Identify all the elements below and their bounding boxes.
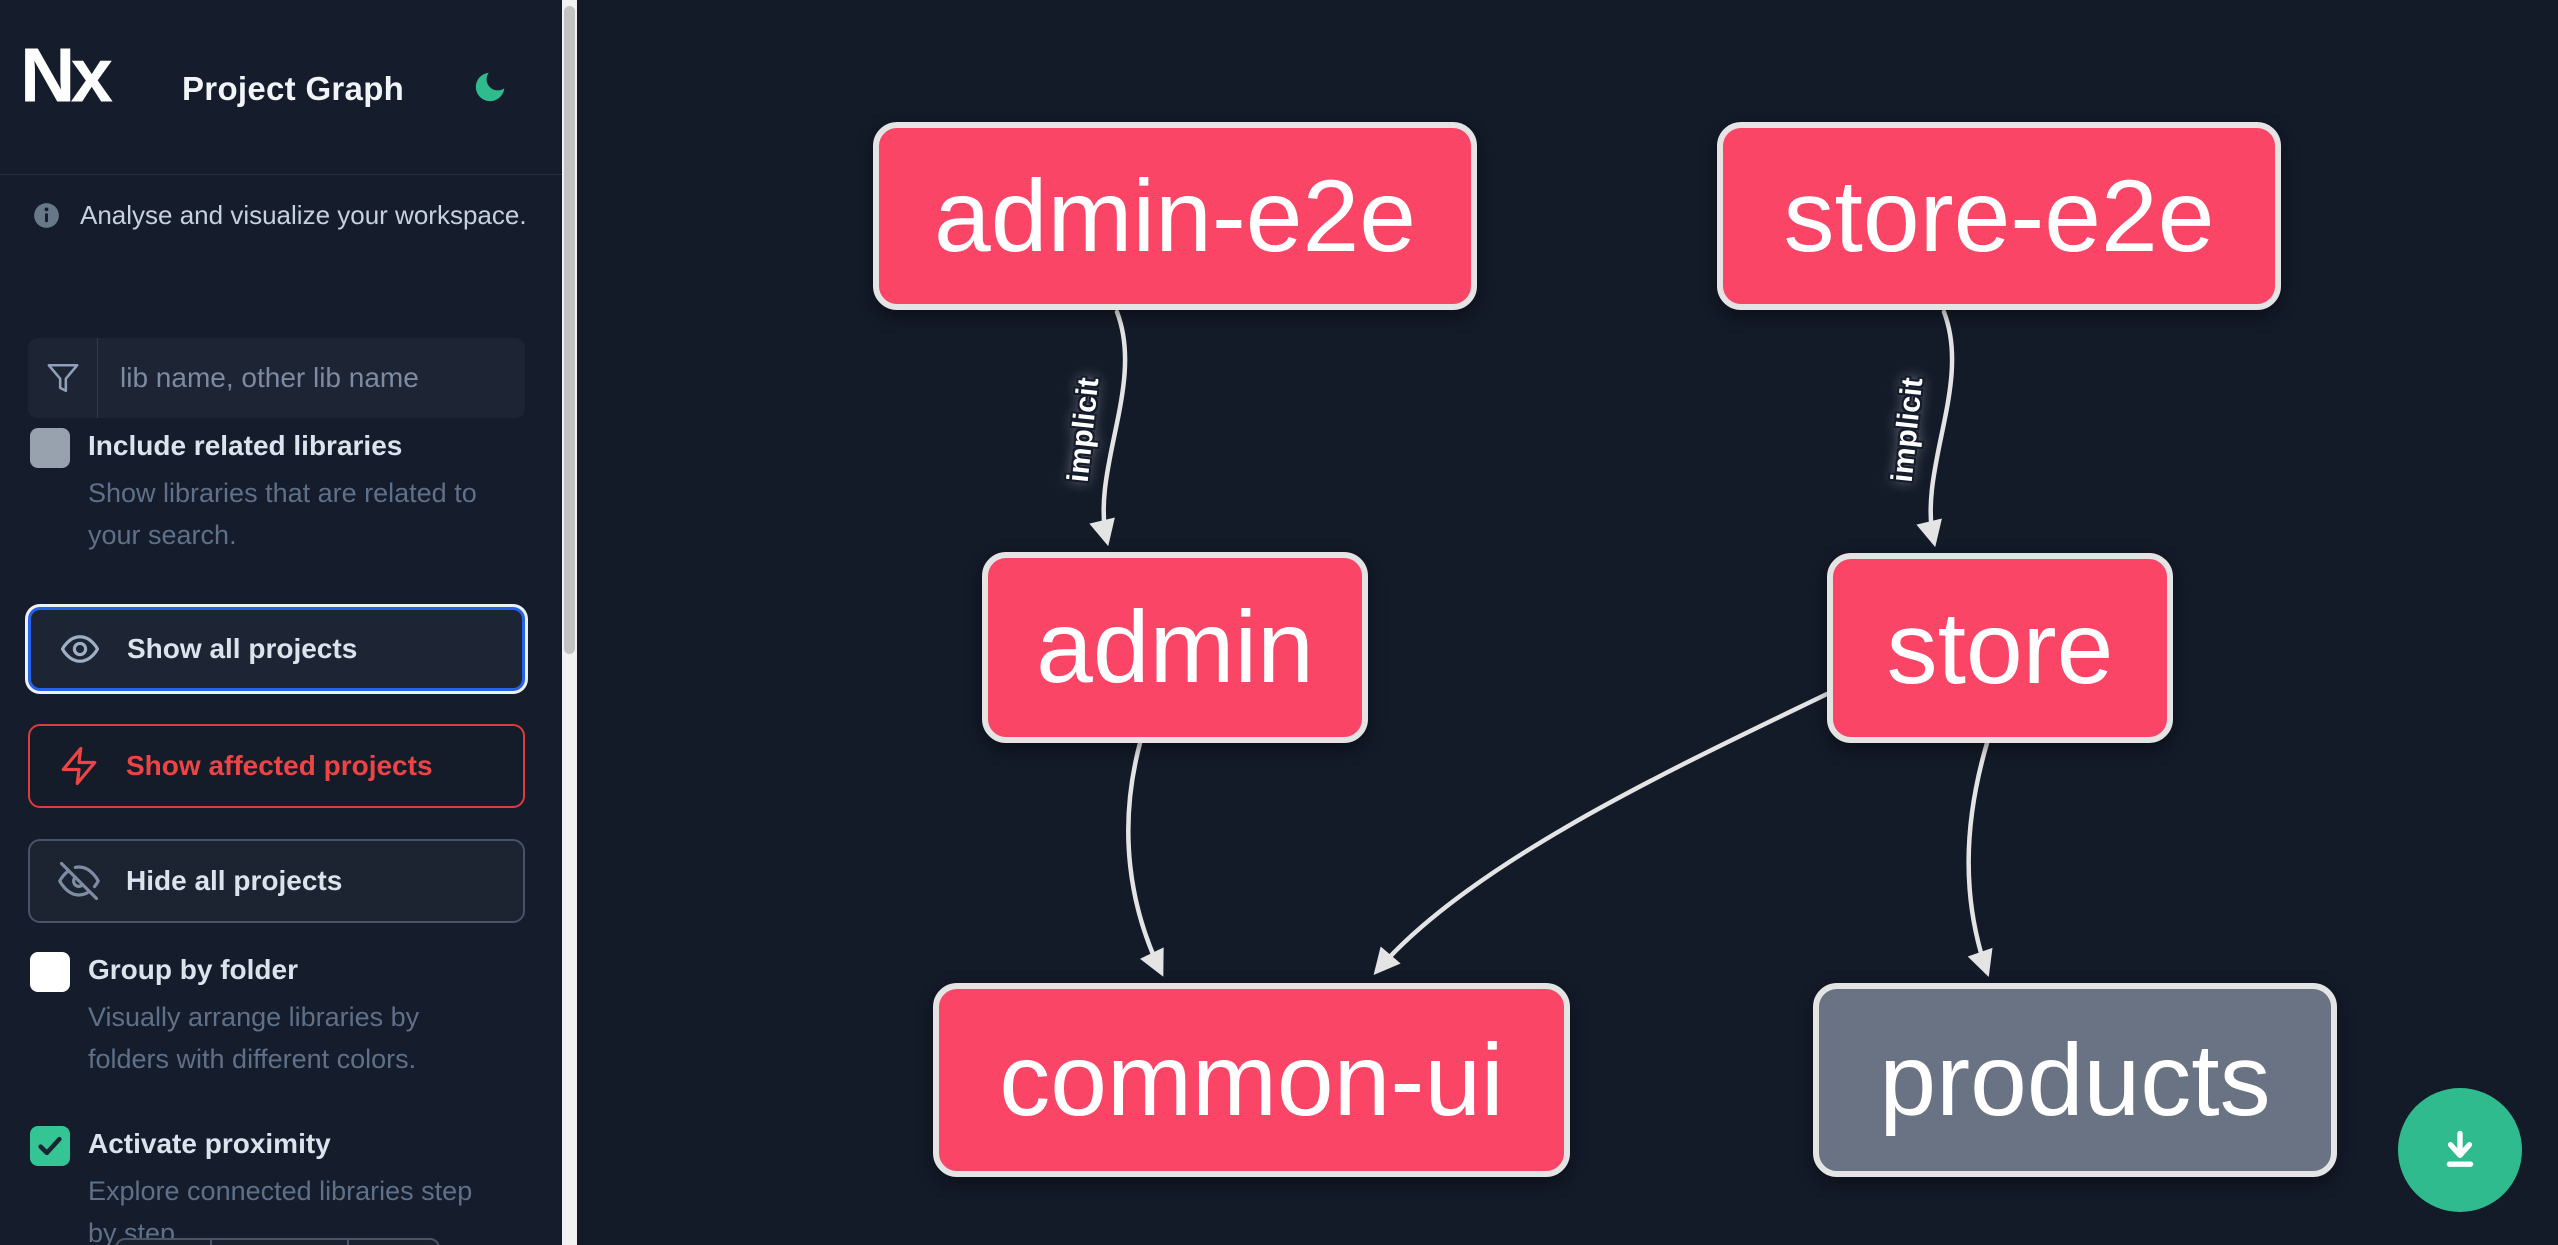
check-icon: [38, 1136, 62, 1156]
checkbox-description: Visually arrange libraries by folders wi…: [88, 1002, 420, 1074]
option-group-by-folder: Group by folder Visually arrange librari…: [30, 952, 530, 1087]
hide-all-projects-button[interactable]: Hide all projects: [28, 839, 525, 923]
tagline-text: Analyse and visualize your workspace.: [80, 200, 527, 230]
download-icon: [2446, 1130, 2474, 1167]
show-affected-projects-button[interactable]: Show affected projects: [28, 724, 525, 808]
sidebar: Nx Project Graph Analyse and visualize y…: [0, 0, 562, 1245]
checkbox-description: Show libraries that are related to your …: [88, 478, 477, 550]
node-store[interactable]: store: [1827, 553, 2173, 743]
button-label: Hide all projects: [126, 865, 343, 896]
download-image-button[interactable]: [2398, 1088, 2522, 1212]
edge-store-e2e-to-store: [1916, 309, 1955, 548]
proximity-value: [210, 1240, 347, 1245]
page-title: Project Graph: [182, 70, 405, 107]
lightning-icon: [61, 746, 97, 786]
group-by-folder-checkbox[interactable]: [30, 952, 70, 992]
edge-store-to-products: [1966, 740, 1993, 977]
button-label: Show all projects: [127, 633, 358, 664]
proximity-decrement-button[interactable]: [117, 1240, 210, 1245]
button-label: Show affected projects: [126, 750, 433, 781]
graph-edges: [1089, 309, 1993, 977]
workspace-tagline: Analyse and visualize your workspace.: [33, 200, 527, 231]
sidebar-scrollbar: [562, 0, 577, 1245]
option-activate-proximity: Activate proximity Explore connected lib…: [30, 1126, 530, 1245]
show-all-projects-button[interactable]: Show all projects: [28, 607, 525, 691]
eye-off-icon: [58, 861, 100, 901]
graph-canvas[interactable]: implicit implicit admin-e2e store-e2e ad…: [577, 0, 2558, 1245]
search-box: [28, 338, 525, 418]
svg-text:Nx: Nx: [20, 36, 113, 119]
sidebar-scrollbar-thumb[interactable]: [564, 6, 575, 654]
sidebar-header: Nx Project Graph: [0, 0, 562, 175]
proximity-increment-button[interactable]: [347, 1240, 438, 1245]
dark-mode-toggle[interactable]: [470, 68, 510, 108]
checkbox-description: Explore connected libraries step by step…: [88, 1176, 473, 1245]
node-products[interactable]: products: [1813, 983, 2337, 1177]
node-admin[interactable]: admin: [982, 552, 1368, 743]
search-input[interactable]: [98, 338, 525, 418]
include-related-libraries-checkbox[interactable]: [30, 428, 70, 468]
eye-icon: [60, 635, 100, 663]
node-admin-e2e[interactable]: admin-e2e: [873, 122, 1477, 310]
nx-logo: Nx: [20, 36, 118, 119]
checkbox-label: Group by folder: [88, 954, 298, 985]
checkbox-label: Activate proximity: [88, 1128, 331, 1159]
node-common-ui[interactable]: common-ui: [933, 983, 1570, 1177]
activate-proximity-checkbox[interactable]: [30, 1126, 70, 1166]
node-store-e2e[interactable]: store-e2e: [1717, 122, 2281, 310]
option-include-related-libraries: Include related libraries Show libraries…: [30, 428, 530, 558]
edge-admin-to-common-ui: [1126, 740, 1164, 977]
info-icon: [34, 203, 59, 228]
moon-icon: [475, 72, 505, 102]
edge-admin-e2e-to-admin: [1089, 309, 1128, 547]
proximity-depth-control: [115, 1238, 440, 1245]
funnel-icon: [28, 338, 98, 418]
edge-store-to-common-ui: [1373, 691, 1830, 975]
checkbox-label: Include related libraries: [88, 430, 403, 461]
